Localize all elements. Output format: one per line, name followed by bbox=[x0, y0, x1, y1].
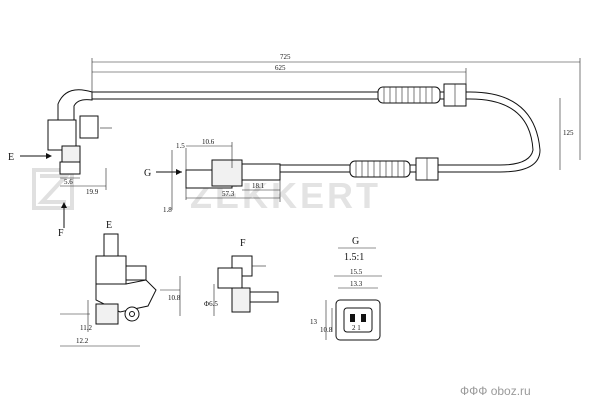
dimension-lines bbox=[60, 58, 581, 210]
detail-g-view bbox=[325, 275, 382, 341]
dim-side-height: 1.8 bbox=[163, 206, 172, 214]
sensor-tip bbox=[59, 161, 81, 175]
dim-connector-width: 10.6 bbox=[202, 138, 215, 146]
detail-g-pin-1-icon bbox=[361, 314, 366, 322]
connector-latch bbox=[211, 159, 243, 187]
detail-f-stub bbox=[249, 291, 279, 303]
sensor-bracket bbox=[79, 115, 99, 139]
dim-cable-length: 625 bbox=[275, 64, 286, 72]
view-arrows bbox=[20, 153, 182, 228]
view-label-f-arrow: F bbox=[58, 228, 64, 239]
lower-sleeve bbox=[349, 157, 439, 181]
dim-sensor-small: 5.6 bbox=[64, 178, 73, 186]
view-label-g-arrow: G bbox=[144, 168, 151, 179]
dim-g-outer-width: 15.5 bbox=[350, 268, 363, 276]
detail-g-pin-labels: 2 1 bbox=[352, 324, 361, 332]
dim-sensor-body-width: 19.9 bbox=[86, 188, 99, 196]
sensor-mount-block bbox=[47, 119, 77, 151]
watermark-text: ФФФ oboz.ru bbox=[460, 384, 531, 398]
detail-f-view bbox=[213, 255, 279, 316]
detail-e-body bbox=[95, 255, 127, 285]
sensor-head bbox=[47, 89, 112, 175]
upper-sleeve bbox=[377, 83, 467, 107]
cable-inner bbox=[92, 98, 534, 166]
dim-e-height: 10.8 bbox=[168, 294, 181, 302]
cable-outer bbox=[92, 91, 541, 173]
dim-g-inner-height: 10.8 bbox=[320, 326, 333, 334]
detail-e-title: E bbox=[106, 220, 112, 231]
logo-z-frame-icon bbox=[32, 168, 74, 210]
detail-f-title: F bbox=[240, 238, 246, 249]
dim-overall-top: 725 bbox=[280, 53, 291, 61]
arrow-g-head-icon bbox=[176, 169, 182, 175]
dim-e-width: 12.2 bbox=[76, 337, 89, 345]
detail-e-cable bbox=[103, 233, 119, 257]
dim-grommet-length: 18.1 bbox=[252, 182, 265, 190]
dim-connector-offset: 1.5 bbox=[176, 142, 185, 150]
detail-e-bolt-center bbox=[129, 311, 135, 317]
arrow-f-head-icon bbox=[61, 202, 67, 208]
dim-g-inner-width: 13.3 bbox=[350, 280, 363, 288]
upper-sleeve-body bbox=[377, 86, 441, 104]
detail-e-tip bbox=[95, 303, 119, 325]
dim-g-height: 13 bbox=[310, 318, 318, 326]
detail-f-shoulder bbox=[217, 267, 243, 289]
connector-boot bbox=[241, 163, 281, 181]
detail-g-pin-2-icon bbox=[350, 314, 355, 322]
detail-g-title: G bbox=[352, 236, 359, 247]
main-cable bbox=[92, 91, 541, 173]
arrow-e-head-icon bbox=[46, 153, 52, 159]
dim-loop-height: 125 bbox=[563, 129, 574, 137]
detail-e-side bbox=[125, 265, 147, 281]
detail-e-view bbox=[60, 233, 181, 347]
view-label-e-arrow: E bbox=[8, 152, 14, 163]
detail-g-scale: 1.5:1 bbox=[344, 252, 364, 263]
dim-e-small-height: 11.2 bbox=[80, 324, 92, 332]
dim-connector-to-grommet: 57.3 bbox=[222, 190, 235, 198]
dim-f-diameter: Φ6.5 bbox=[204, 300, 218, 308]
sensor-body bbox=[61, 145, 81, 163]
connector-side-view bbox=[185, 159, 281, 189]
logo-z-icon bbox=[37, 174, 71, 204]
detail-f-body bbox=[231, 287, 251, 313]
